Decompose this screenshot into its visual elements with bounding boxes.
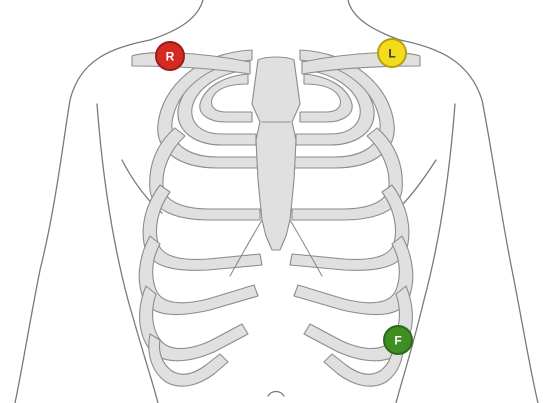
neck-left-line <box>150 0 203 40</box>
electrode-left-arm[interactable]: L <box>378 39 406 67</box>
electrode-foot-label: F <box>394 334 401 348</box>
rib-left-5 <box>143 185 262 270</box>
costal-cartilage-right <box>290 220 322 276</box>
electrode-right-arm-label: R <box>166 50 175 64</box>
neck-right-line <box>348 0 400 40</box>
left-shoulder-arm-outline <box>15 40 150 403</box>
right-shoulder-arm-outline <box>400 40 538 403</box>
electrode-foot[interactable]: F <box>384 326 412 354</box>
rib-right-6 <box>294 236 413 315</box>
electrode-left-arm-label: L <box>388 47 395 61</box>
costal-cartilage-left <box>230 220 262 276</box>
rib-cage <box>132 50 420 386</box>
rib-right-5 <box>290 185 409 270</box>
rib-left-6 <box>139 236 258 315</box>
electrode-right-arm[interactable]: R <box>156 42 184 70</box>
sternum <box>252 57 300 250</box>
navel <box>268 392 284 397</box>
